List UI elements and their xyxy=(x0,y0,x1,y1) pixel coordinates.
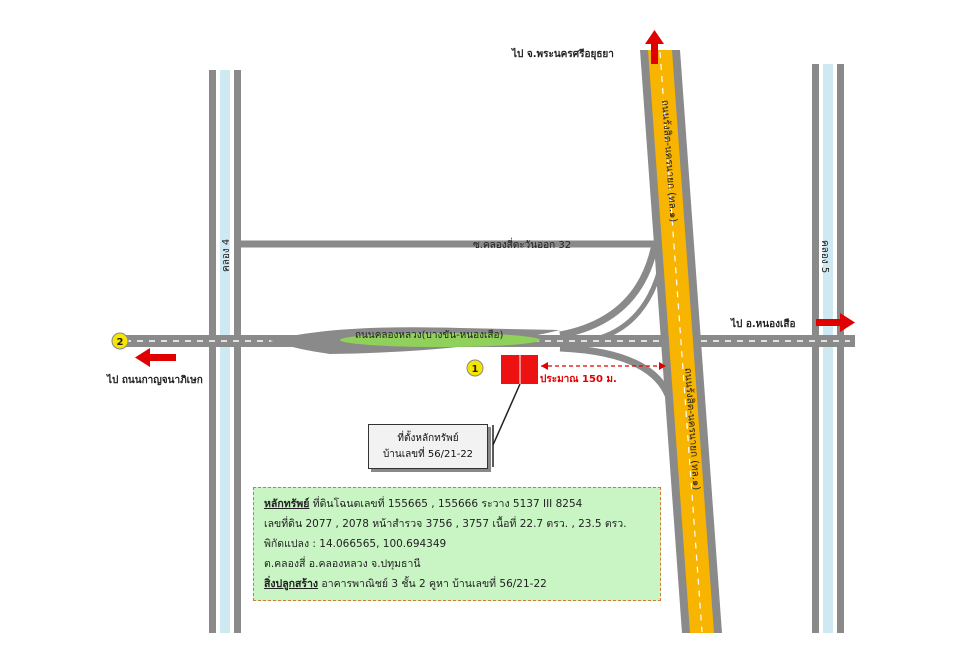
property-label-box: ที่ตั้งหลักทรัพย์ บ้านเลขที่ 56/21-22 xyxy=(368,424,488,469)
canal-5-label: คลอง 5 xyxy=(819,240,830,273)
canal-4-label: คลอง 4 xyxy=(221,239,232,272)
info-line-2: เลขที่ดิน 2077 , 2078 หน้าสำรวจ 3756 , 3… xyxy=(264,518,627,530)
left-direction-label: ไป ถนนกาญจนาภิเษก xyxy=(106,373,203,386)
svg-text:1: 1 xyxy=(472,364,479,375)
info-line-4: ต.คลองสี่ อ.คลองหลวง จ.ปทุมธานี xyxy=(264,558,421,570)
info-line-5: สิ่งปลูกสร้าง อาคารพาณิชย์ 3 ชั้น 2 คูหา… xyxy=(264,574,650,594)
canal-5-road xyxy=(812,64,844,633)
ramp-south xyxy=(559,344,672,397)
marker-2: 2 xyxy=(111,332,129,350)
property-label-address: บ้านเลขที่ 56/21-22 xyxy=(382,449,474,460)
right-direction-label: ไป อ.หนองเสือ xyxy=(730,317,796,330)
property-label-title: ที่ตั้งหลักทรัพย์ xyxy=(397,433,459,444)
property-location-marker xyxy=(501,355,538,384)
main-road-label: ถนนคลองหลวง(บางขัน-หนองเสือ) xyxy=(355,329,504,341)
info-building-title: สิ่งปลูกสร้าง xyxy=(264,578,319,590)
north-arrow-icon xyxy=(645,30,664,64)
info-line-1: หลักทรัพย์ ที่ดินโฉนดเลขที่ 155665 , 155… xyxy=(264,494,650,514)
info-building-text: อาคารพาณิชย์ 3 ชั้น 2 คูหา บ้านเลขที่ 56… xyxy=(318,578,547,590)
canal-4-road xyxy=(209,70,241,633)
info-asset-title: หลักทรัพย์ xyxy=(264,498,310,510)
svg-text:2: 2 xyxy=(117,337,124,348)
ramp-north-west xyxy=(559,243,659,339)
marker-1: 1 xyxy=(466,359,484,377)
info-line-3: พิกัดแปลง : 14.066565, 100.694349 xyxy=(264,538,447,550)
west-arrow-icon xyxy=(135,348,176,367)
distance-label: ประมาณ 150 ม. xyxy=(540,373,617,385)
property-pointer-line xyxy=(492,383,521,446)
highway-road xyxy=(640,50,722,633)
info-asset-text: ที่ดินโฉนดเลขที่ 155665 , 155666 ระวาง 5… xyxy=(309,498,583,510)
east-arrow-icon xyxy=(816,313,855,332)
distance-indicator xyxy=(541,362,666,370)
top-direction-label: ไป จ.พระนครศรีอยุธยา xyxy=(511,47,614,60)
property-info-box: หลักทรัพย์ ที่ดินโฉนดเลขที่ 155665 , 155… xyxy=(253,487,661,601)
soi-label: ซ.คลองสี่ตะวันออก 32 xyxy=(473,237,571,251)
